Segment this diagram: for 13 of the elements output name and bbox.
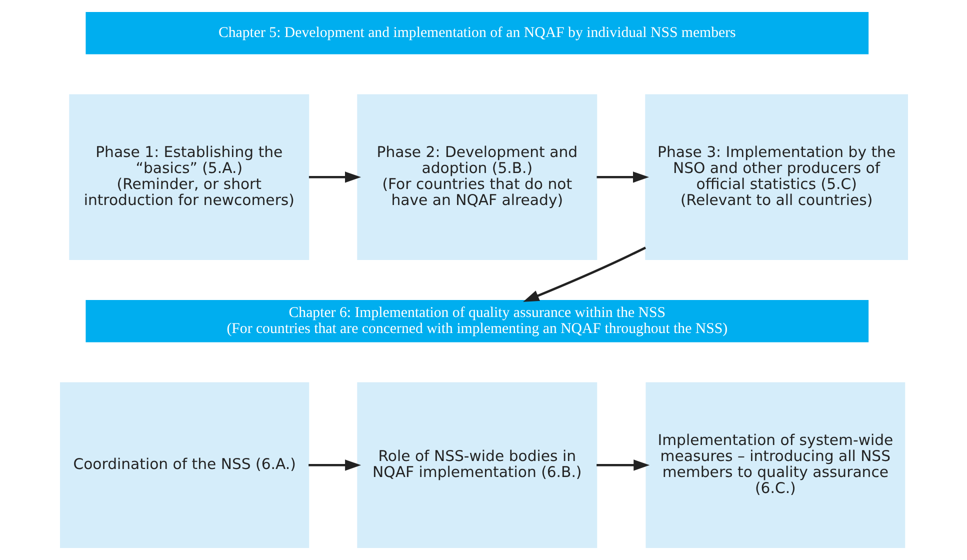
node-box: Coordination of the NSS (6.A.): [60, 382, 309, 548]
arrow: [522, 246, 646, 302]
arrow: [596, 460, 650, 471]
node-box: Implementation of system-wide measures – introducing all NSS members to quality assurance (6.C.): [645, 382, 905, 548]
node-box: Phase 3: Implementation by the NSO and other producers of official statistics (5.C) (Relevant to all countries): [644, 94, 908, 260]
arrow: [596, 172, 649, 183]
node-box: Chapter 6: Implementation of quality assurance within the NSS (For countries that are concerned with implementing an NQAF throughout the NSS): [85, 300, 868, 342]
node-box: Phase 1: Establishing the “basics” (5.A.) (Reminder, or short introduction for newcomers): [68, 94, 309, 260]
arrow: [308, 460, 361, 471]
node-box: Phase 2: Development and adoption (5.B.) (For countries that do not have an NQAF already): [356, 94, 597, 260]
node-box: Role of NSS-wide bodies in NQAF implementation (6.B.): [356, 382, 597, 548]
node-box: Chapter 5: Development and implementation of an NQAF by individual NSS members: [85, 12, 868, 54]
arrow: [308, 172, 361, 183]
